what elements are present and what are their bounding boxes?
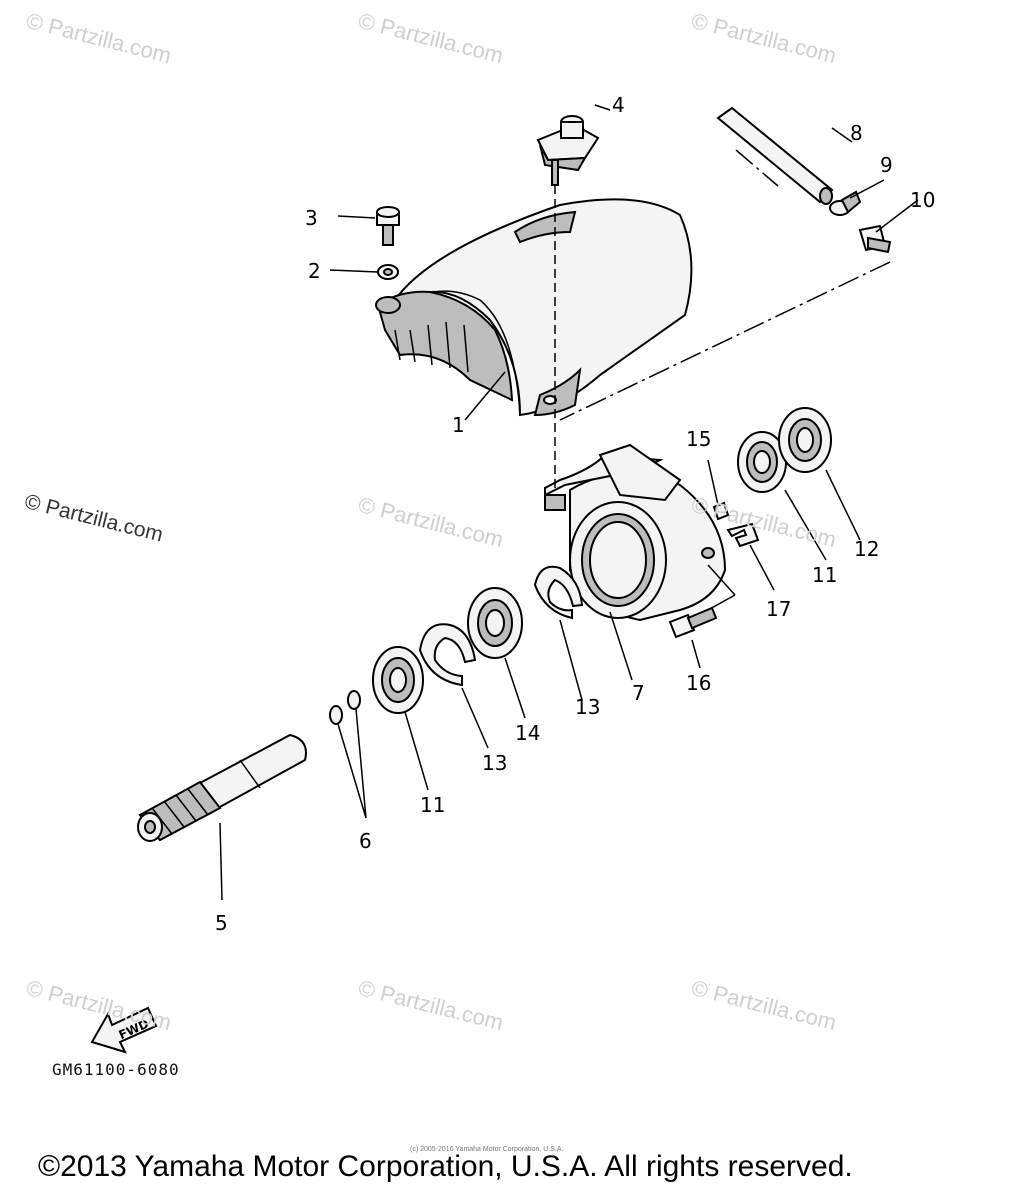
callout-14: 14 — [515, 721, 540, 745]
callout-6: 6 — [359, 829, 372, 853]
diagram-code: GM61100-6080 — [52, 1060, 180, 1079]
callout-13-upper: 13 — [575, 695, 600, 719]
callout-12: 12 — [854, 537, 879, 561]
part-10-nipple — [858, 224, 892, 254]
part-15-pin — [712, 501, 730, 521]
callout-7: 7 — [632, 681, 645, 705]
callout-16: 16 — [686, 671, 711, 695]
callout-11-upper: 11 — [812, 563, 837, 587]
part-11-bearing-b — [737, 431, 787, 493]
part-12-seal — [778, 407, 832, 473]
part-5-shaft — [137, 733, 307, 842]
part-2-washer — [377, 264, 399, 280]
callout-1: 1 — [452, 413, 465, 437]
callout-8: 8 — [850, 121, 863, 145]
callout-5: 5 — [215, 911, 228, 935]
callout-4: 4 — [612, 93, 625, 117]
part-7-housing — [544, 443, 727, 622]
part-13-circlip-a — [418, 623, 477, 687]
part-11-bearing-a — [372, 646, 424, 714]
part-16-bolt — [668, 606, 718, 639]
part-4-fitting — [536, 115, 600, 186]
small-notice: (c) 2005-2016 Yamaha Motor Corporation, … — [410, 1146, 564, 1153]
callout-15: 15 — [686, 427, 711, 451]
callout-17: 17 — [766, 597, 791, 621]
callout-labels: 1 2 3 4 5 6 7 8 9 10 11 11 12 13 13 14 1… — [215, 93, 935, 935]
part-13-circlip-b — [533, 565, 584, 620]
part-9-clip — [829, 190, 862, 216]
callout-9: 9 — [880, 153, 893, 177]
part-6-o-rings — [329, 690, 361, 725]
callout-10: 10 — [910, 188, 935, 212]
part-3-bolt — [376, 206, 400, 246]
callout-11-lower: 11 — [420, 793, 445, 817]
callout-13-lower: 13 — [482, 751, 507, 775]
callout-3: 3 — [305, 206, 318, 230]
part-8-hose — [716, 106, 834, 205]
leader-lines — [219, 104, 919, 901]
part-17-clip — [726, 522, 760, 548]
part-1-cover — [375, 198, 693, 417]
part-14-bearing — [467, 587, 523, 659]
callout-2: 2 — [308, 259, 321, 283]
copyright-notice: ©2013 Yamaha Motor Corporation, U.S.A. A… — [38, 1150, 853, 1183]
